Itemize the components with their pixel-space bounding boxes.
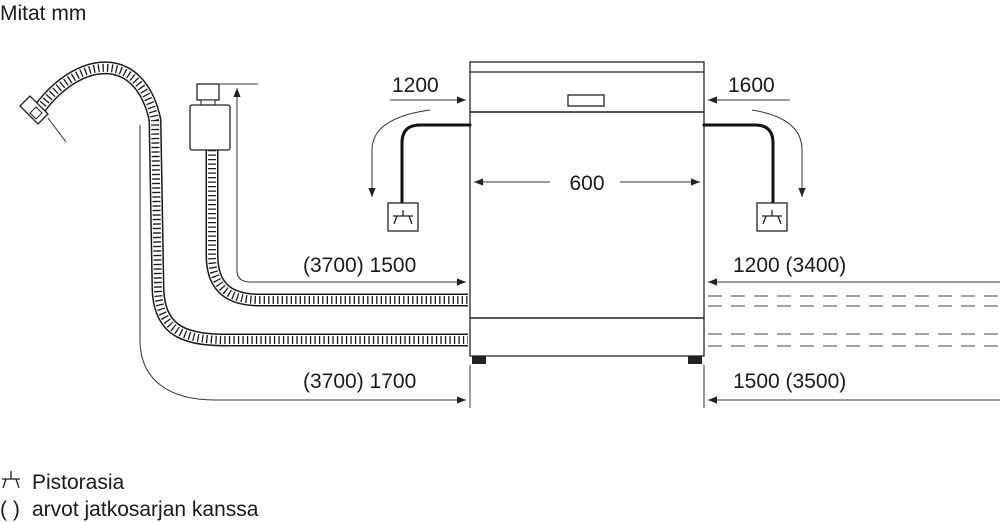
extension-legend-symbol: ( ) — [0, 498, 20, 521]
socket-right — [756, 202, 788, 232]
socket-legend-label: Pistorasia — [32, 471, 125, 494]
power-cord-left — [400, 123, 472, 204]
socket-left-distance-arrow — [368, 109, 431, 197]
legend: Pistorasia ( ) arvot jatkosarjan kanssa — [0, 471, 259, 521]
drain-left-arrow — [139, 125, 466, 404]
dishwasher-top-panel — [469, 61, 705, 113]
inlet-left-arrow — [236, 269, 466, 286]
socket-right-distance-label: 1600 — [728, 74, 775, 97]
drain-hose-end — [19, 95, 67, 143]
power-cord-right — [702, 123, 775, 204]
drain-hose — [19, 61, 468, 347]
socket-left-distance-label: 1200 — [392, 74, 439, 97]
socket-right-distance-arrow — [751, 109, 806, 197]
foot-right — [688, 356, 702, 364]
inlet-right-label: 1200 (3400) — [733, 254, 846, 277]
socket-left — [387, 202, 419, 232]
socket-legend-icon — [2, 471, 20, 489]
inlet-hose — [189, 83, 468, 307]
drain-right-label: 1500 (3500) — [733, 370, 846, 393]
inlet-left-label: (3700) 1500 — [303, 254, 416, 277]
width-label: 600 — [569, 172, 604, 195]
dishwasher-plinth — [469, 317, 705, 357]
aquastop-valve — [189, 83, 231, 151]
control-panel — [567, 94, 605, 107]
hose-routing-right — [708, 295, 1000, 347]
units-title: Mitat mm — [0, 2, 86, 25]
drain-left-label: (3700) 1700 — [303, 370, 416, 393]
dishwasher — [469, 61, 705, 364]
dishwasher-door — [469, 111, 705, 319]
foot-left — [472, 356, 486, 364]
extension-legend-label: arvot jatkosarjan kanssa — [32, 498, 259, 521]
